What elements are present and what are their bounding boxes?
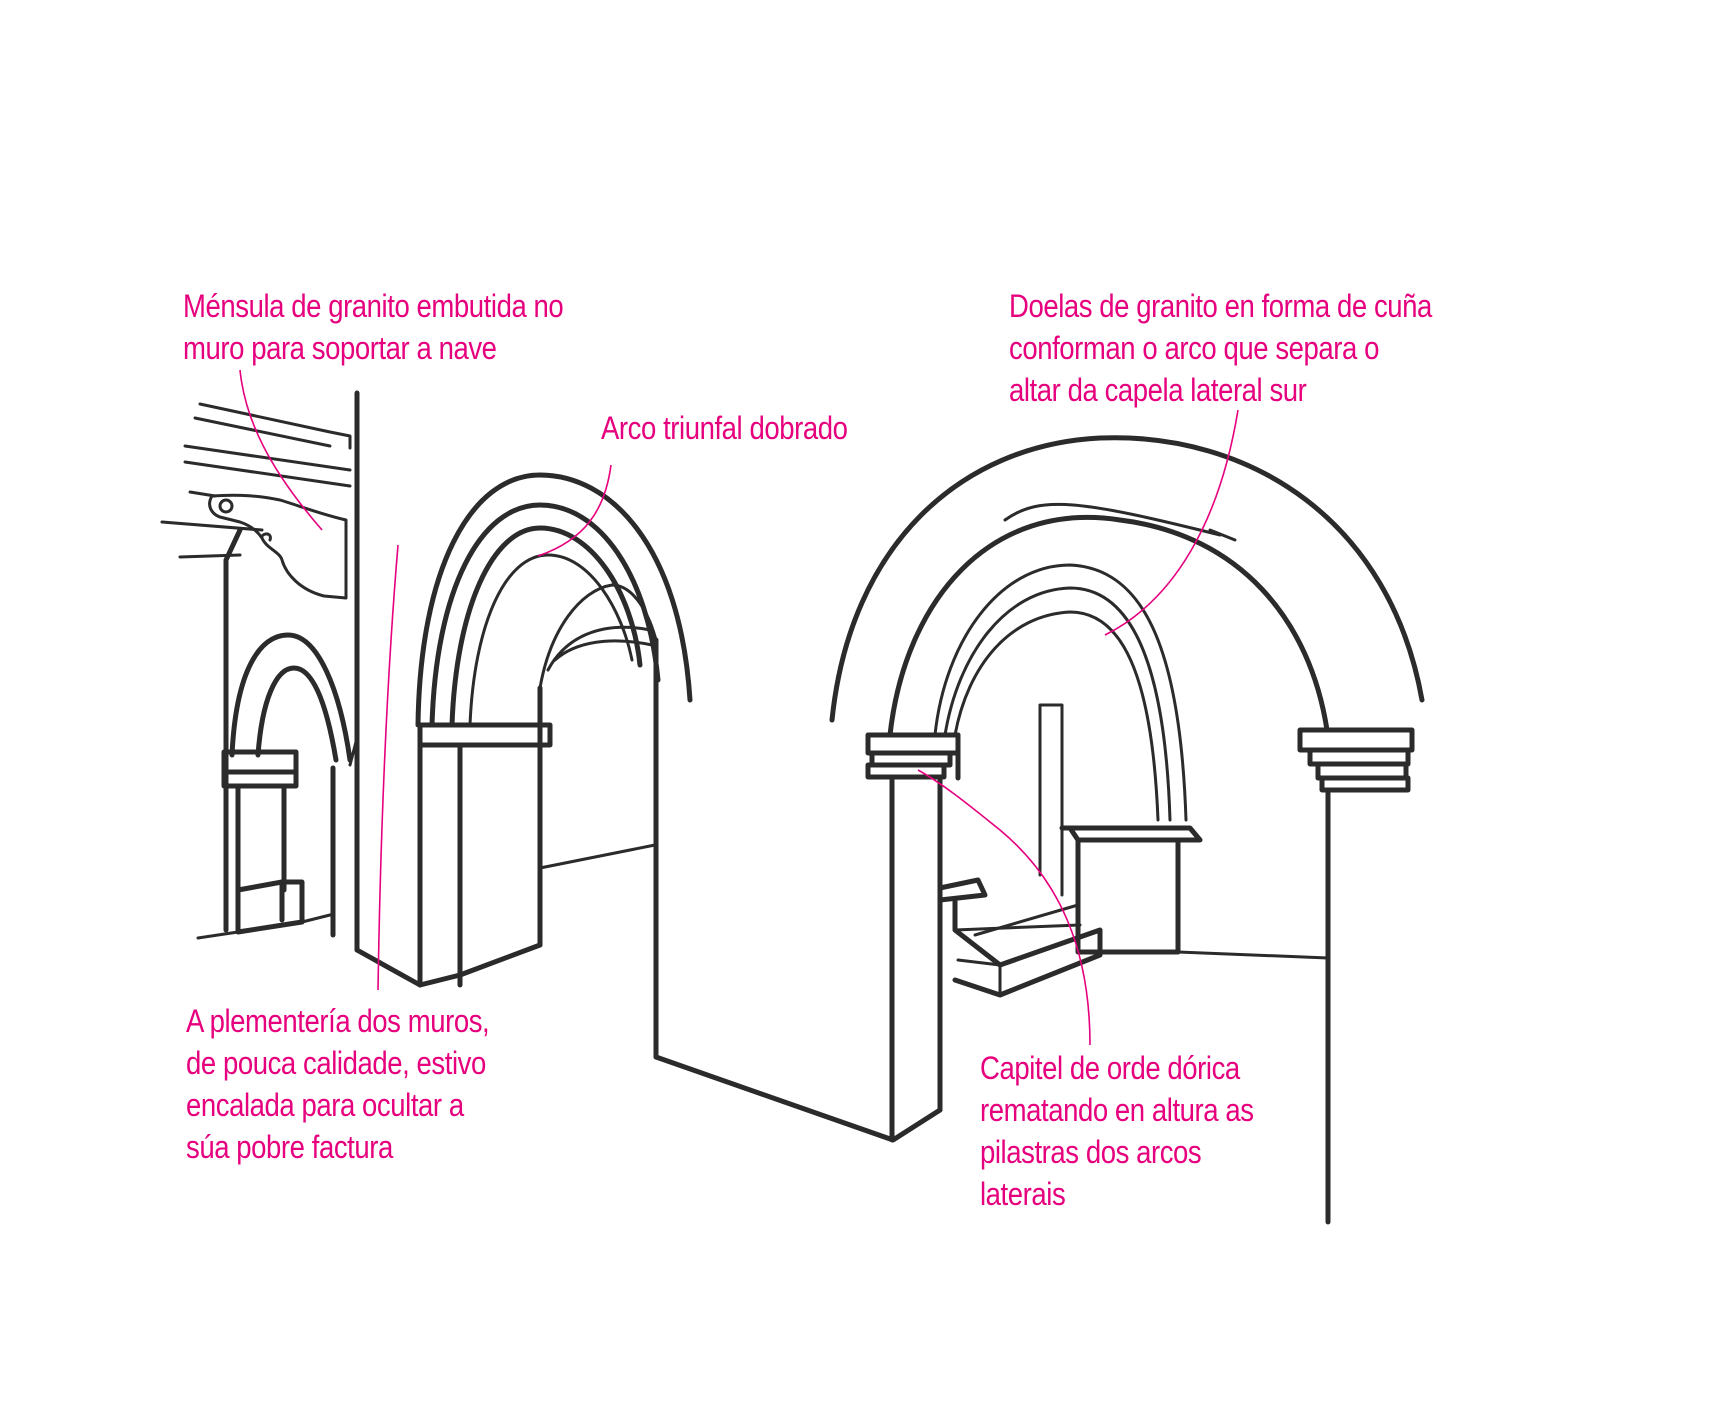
annotation-plementeria-line-1: A plementería dos muros, bbox=[186, 1003, 490, 1039]
leader-mensula bbox=[239, 369, 323, 531]
leader-plementeria bbox=[377, 544, 399, 991]
annotation-plementeria-line-3: encalada para ocultar a bbox=[186, 1087, 464, 1123]
annotation-capitel-line-1: Capitel de orde dórica bbox=[980, 1050, 1240, 1086]
annotation-mensula-line-1: Ménsula de granito embutida no bbox=[183, 288, 564, 324]
annotation-mensula: Ménsula de granito embutida no muro para… bbox=[183, 285, 564, 369]
leader-capitel bbox=[917, 769, 1091, 1046]
annotation-arco-triunfal: Arco triunfal dobrado bbox=[601, 407, 848, 449]
annotation-doelas-line-2: conforman o arco que separa o bbox=[1009, 330, 1379, 366]
annotation-capitel-line-3: pilastras dos arcos bbox=[980, 1134, 1202, 1170]
left-wall-corbel-section bbox=[160, 390, 360, 953]
annotation-doelas-line-3: altar da capela lateral sur bbox=[1009, 372, 1307, 408]
annotation-plementeria-line-2: de pouca calidade, estivo bbox=[186, 1045, 486, 1081]
annotation-plementeria: A plementería dos muros, de pouca calida… bbox=[186, 1000, 490, 1168]
annotation-doelas: Doelas de granito en forma de cuña confo… bbox=[1009, 285, 1432, 411]
leader-arco-triunfal bbox=[537, 464, 612, 557]
annotation-leader-lines bbox=[239, 369, 1239, 1046]
annotation-mensula-line-2: muro para soportar a nave bbox=[183, 330, 497, 366]
annotation-capitel-line-2: rematando en altura as bbox=[980, 1092, 1254, 1128]
annotation-plementeria-line-4: súa pobre factura bbox=[186, 1129, 393, 1165]
leader-doelas bbox=[1104, 409, 1239, 636]
south-chapel-arch bbox=[829, 435, 1425, 1225]
annotation-doelas-line-1: Doelas de granito en forma de cuña bbox=[1009, 288, 1432, 324]
annotation-capitel-line-4: laterais bbox=[980, 1176, 1066, 1212]
annotation-arco-triunfal-line-1: Arco triunfal dobrado bbox=[601, 410, 848, 446]
granite-corbel bbox=[208, 493, 348, 600]
annotation-capitel: Capitel de orde dórica rematando en altu… bbox=[980, 1047, 1254, 1215]
